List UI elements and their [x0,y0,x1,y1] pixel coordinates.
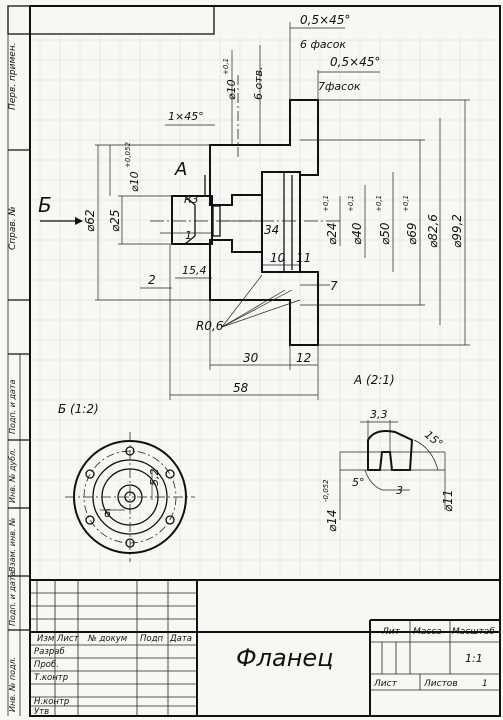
dim-10: 10 [270,251,286,265]
chamfer-top-dim: 0,5×45° [300,13,350,27]
perv-primen-label: Перв. примен. [8,42,18,110]
d69-tol: +0,1 [402,195,410,212]
title-block: Изм Лист № докум Подп Дата Разраб Проб. … [29,579,501,717]
tb-list: Лист [56,634,80,644]
tb-data: Дата [169,634,192,644]
tb-tkontr: Т.контр [34,673,68,683]
dim-3-3: 3,3 [370,408,388,421]
d24-tol: +0,1 [322,195,330,212]
section-label-a: А [174,159,187,180]
chamfer-right-count: 7фасок [318,80,361,93]
d40-tol: +0,1 [347,195,355,212]
sprav-no-label: Справ. № [8,206,18,250]
d99-2-dim: ⌀99,2 [450,214,464,248]
d14-dim: ⌀14 [325,510,339,533]
vzam-inv-label: Взам. инв. № [8,518,17,572]
podp-i-data-label-2: Подп. и дата [8,571,17,626]
main-section-view [150,75,340,346]
tb-n-dokum: № докум [87,634,128,644]
view-b-title: Б (1:2) [58,402,99,416]
d40-dim: ⌀40 [350,222,364,245]
drawing-title: Фланец [236,644,334,672]
detail-a: А (2:1) 3,3 15° 5° 3 ⌀14 -0,052 ⌀11 [322,373,455,532]
main-dimension-lines [40,22,470,400]
tb-masshtab: Масштаб [452,627,495,637]
main-dimension-text: 0,5×45° 6 фасок 0,5×45° 7фасок 1×45° ⌀10… [38,13,464,395]
hole-d10-dim: ⌀10 [225,79,238,100]
chamfer-left-dim: 1×45° [168,110,204,123]
d25-dim: ⌀25 [108,210,122,233]
view-arrow-b: Б [38,193,52,217]
bore-d10-dim: ⌀10 [128,171,141,192]
d14-tol: -0,052 [322,479,330,502]
dim-5-2: 5,2 [148,469,161,487]
tb-sheets-label: Листов [423,679,458,689]
chamfer-right-dim: 0,5×45° [330,55,380,69]
dim-34: 34 [264,223,279,237]
d82-6-dim: ⌀82,6 [426,214,440,248]
d24-dim: ⌀24 [325,223,339,246]
d62-dim: ⌀62 [83,210,97,233]
r3-dim: R3 [184,193,199,206]
podp-i-data-label-1: Подп. и дата [8,379,17,434]
tb-scale-value: 1:1 [465,652,483,665]
tb-prov: Проб. [34,660,59,670]
dim-15-4: 15,4 [182,264,207,277]
dim-30: 30 [243,351,259,365]
bore-d10-tol: +0,052 [124,142,132,168]
dim-58: 58 [233,381,249,395]
dim-3: 3 [396,484,403,497]
r0-6-dim: R0,6 [196,319,224,333]
left-margin-labels: Перв. примен. Справ. № Подп. и дата Инв.… [8,42,18,712]
tb-nkontr: Н.контр [34,697,69,707]
holes-count: 6 отв. [252,66,265,100]
dim-11: 11 [296,251,311,265]
angle-5: 5° [352,476,365,489]
dim-2: 2 [148,273,156,287]
tb-sheets-count: 1 [482,679,488,689]
d11-dim: ⌀11 [441,490,455,513]
d69-dim: ⌀69 [405,223,419,246]
dim-1: 1 [185,229,192,242]
inv-dubl-label: Инв. № дубл. [8,448,17,503]
dim-12: 12 [296,351,311,365]
dim-7: 7 [330,279,338,293]
detail-a-title: А (2:1) [353,373,395,387]
inv-podl-label: Инв. № подл. [8,657,17,712]
dim-6: 6 [104,507,111,520]
tb-izm: Изм [37,634,55,644]
tb-massa: Масса [413,627,442,637]
chamfer-top-count: 6 фасок [300,38,346,51]
view-b: Б (1:2) 5,2 6 [58,402,195,562]
tb-lit: Лит [381,627,401,637]
hole-d10-tol: +0,1 [222,58,230,75]
d50-tol: +0,1 [375,195,383,212]
tb-sheet-label: Лист [373,679,398,689]
tb-podp: Подп [140,634,163,644]
tb-razrab: Разраб [34,647,65,657]
tb-utv: Утв [34,707,49,717]
d50-dim: ⌀50 [378,222,392,245]
